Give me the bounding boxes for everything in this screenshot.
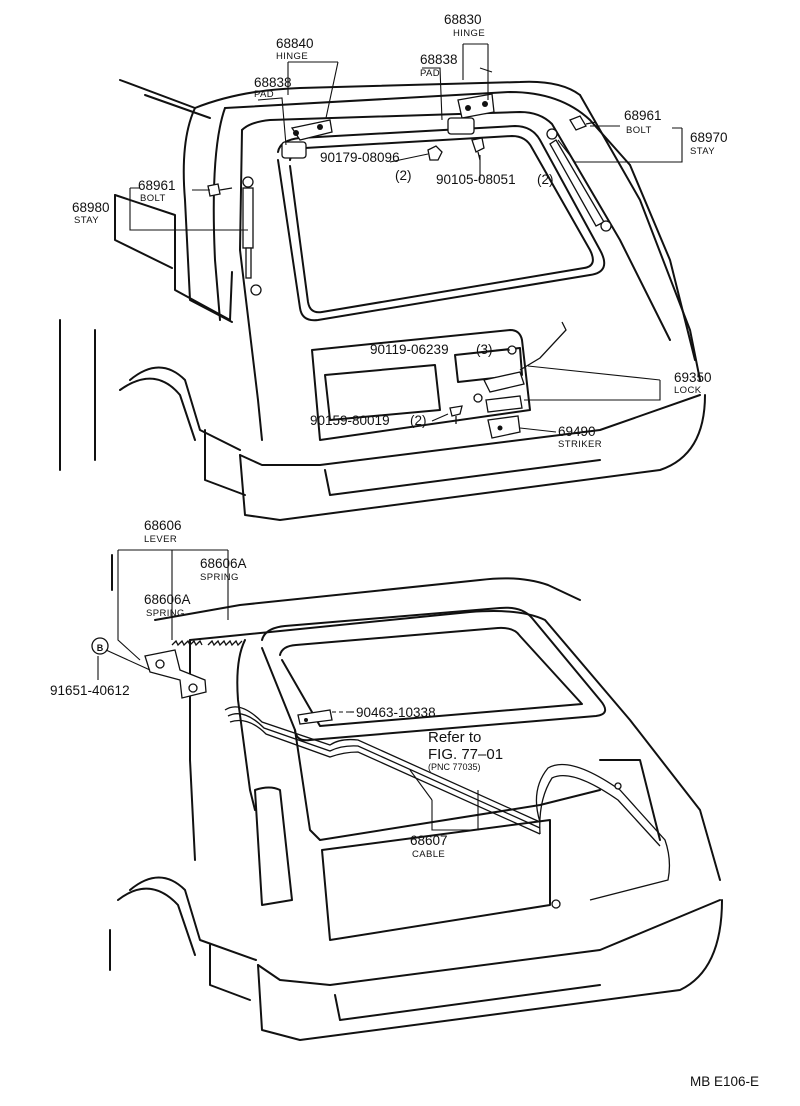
reference-line-3: (PNC 77035) <box>428 762 481 772</box>
part-name-69350: LOCK <box>674 385 702 396</box>
bolt-68961-left <box>207 183 233 197</box>
part-number-68838-left: 68838 <box>254 75 292 90</box>
bottom-leader-lines <box>97 549 479 831</box>
part-number-68606: 68606 <box>144 518 182 533</box>
part-name-68961-left: BOLT <box>140 193 166 204</box>
part-number-68606A-left: 68606A <box>144 592 191 607</box>
nut-90179 <box>427 145 443 161</box>
bolt-b-marker: B <box>91 637 109 655</box>
part-number-69490: 69490 <box>558 424 596 439</box>
part-name-68840: HINGE <box>276 51 308 62</box>
spring-left-part <box>171 639 203 647</box>
part-number-68840: 68840 <box>276 36 314 51</box>
part-number-90463-10338: 90463-10338 <box>356 705 436 720</box>
part-name-68607: CABLE <box>412 849 445 860</box>
bolt-68961-right <box>569 115 597 131</box>
part-name-68961-right: BOLT <box>626 125 652 136</box>
lever-part <box>144 649 207 699</box>
part-qty-90119-06239: (3) <box>476 342 493 357</box>
part-number-68606A-right: 68606A <box>200 556 247 571</box>
part-number-68961-right: 68961 <box>624 108 662 123</box>
part-number-91651-40612: 91651-40612 <box>50 683 130 698</box>
top-leader-lines <box>129 43 683 433</box>
part-qty-90179-08096: (2) <box>395 168 412 183</box>
part-number-90105-08051: 90105-08051 <box>436 172 516 187</box>
part-name-69490: STRIKER <box>558 439 602 450</box>
part-number-68970: 68970 <box>690 130 728 145</box>
stay-left-part <box>242 176 262 296</box>
striker-part <box>487 415 521 439</box>
part-name-68606A-left: SPRING <box>146 608 185 619</box>
part-number-90119-06239: 90119-06239 <box>370 342 449 357</box>
svg-text:B: B <box>97 643 104 653</box>
clip-90463 <box>297 709 333 725</box>
part-number-68607: 68607 <box>410 833 448 848</box>
hinge-left-part <box>281 119 333 159</box>
lock-assembly-part <box>473 321 567 413</box>
part-name-68830: HINGE <box>453 28 485 39</box>
reference-line-1: Refer to <box>428 729 481 746</box>
figure-code: MB E106-E <box>690 1074 759 1089</box>
part-qty-90105-08051: (2) <box>537 172 554 187</box>
part-number-90159-80019: 90159-80019 <box>310 413 390 428</box>
part-number-68838-right: 68838 <box>420 52 458 67</box>
part-name-68838-left: PAD <box>254 89 274 100</box>
cable-part <box>224 706 671 909</box>
spring-right-part <box>207 639 243 647</box>
part-number-68830: 68830 <box>444 12 482 27</box>
labels: 68830 HINGE 68838 PAD 68840 HINGE 68838 … <box>50 12 759 1089</box>
part-number-68961-left: 68961 <box>138 178 176 193</box>
part-number-69350: 69350 <box>674 370 712 385</box>
part-number-90179-08096: 90179-08096 <box>320 150 400 165</box>
part-name-68606: LEVER <box>144 534 177 545</box>
part-name-68980: STAY <box>74 215 99 226</box>
part-name-68838-right: PAD <box>420 68 440 79</box>
vehicle-rear-upper-outline <box>59 79 706 521</box>
vehicle-rear-lower-outline <box>109 554 723 1041</box>
reference-line-2: FIG. 77–01 <box>428 746 503 763</box>
stay-right-part <box>546 128 612 232</box>
screw-90159 <box>449 405 463 424</box>
part-name-68606A-right: SPRING <box>200 572 239 583</box>
part-name-68970: STAY <box>690 146 715 157</box>
bolt-90105 <box>471 137 485 161</box>
part-number-68980: 68980 <box>72 200 110 215</box>
hinge-right-part <box>447 93 495 135</box>
part-qty-90159-80019: (2) <box>410 413 427 428</box>
